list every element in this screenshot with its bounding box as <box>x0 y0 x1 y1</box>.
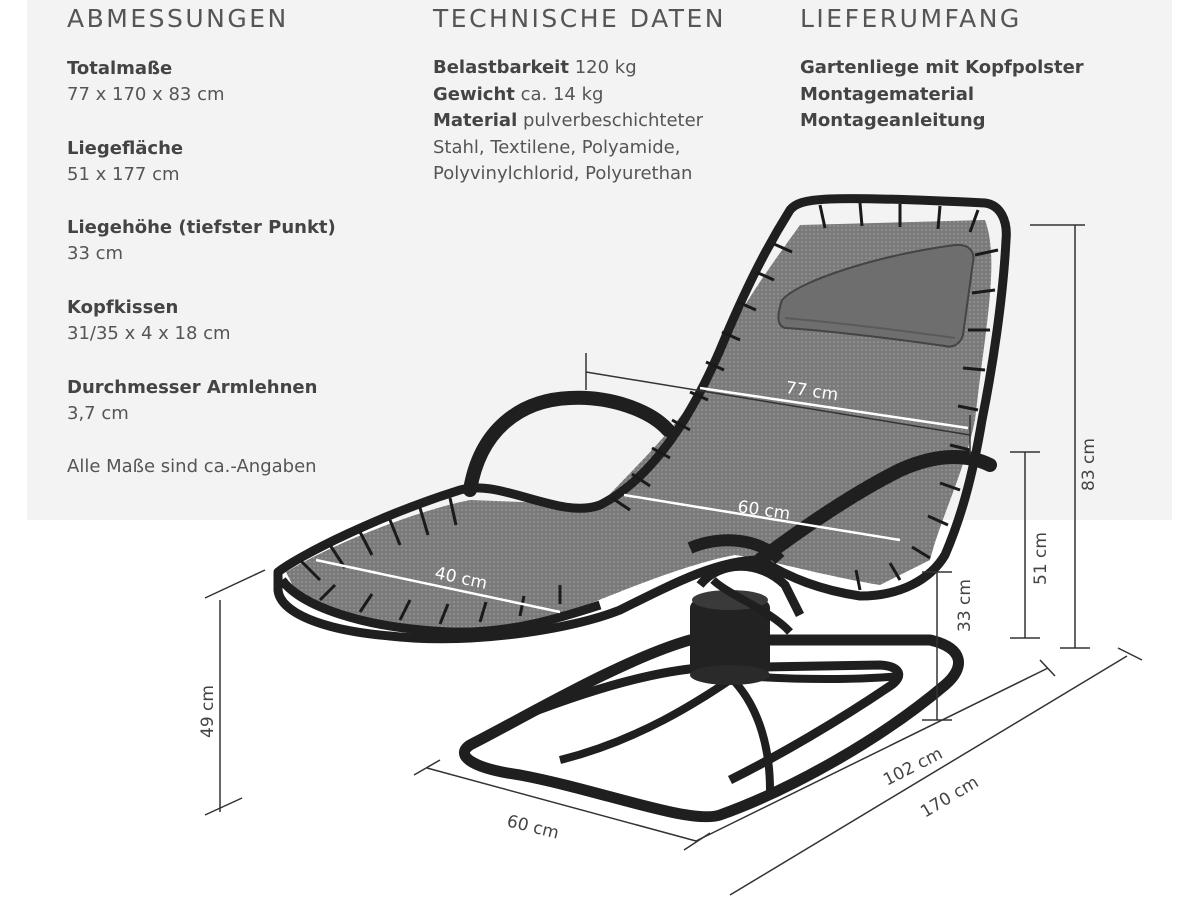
base-length-label: 102 cm <box>880 744 946 791</box>
base-width-label: 60 cm <box>505 811 561 843</box>
bungee-cords <box>298 202 999 625</box>
width-back-line <box>699 386 969 430</box>
dimension-item: Durchmesser Armlehnen 3,7 cm <box>67 375 317 427</box>
width-mid-line <box>623 493 901 542</box>
spec-label: Belastbarkeit <box>433 57 569 78</box>
dimensions-note: Alle Maße sind ca.-Angaben <box>67 456 317 477</box>
spec-label: Gewicht <box>433 83 515 105</box>
dimension-value: 51 x 177 cm <box>67 164 180 185</box>
dimensions-title: ABMESSUNGEN <box>67 4 289 33</box>
dimension-item: Totalmaße 77 x 170 x 83 cm <box>67 56 225 108</box>
technical-list: Belastbarkeit 120 kg Gewicht ca. 14 kg M… <box>433 55 703 188</box>
inner-dimension-lines <box>315 386 969 614</box>
spec-line-material: Material pulverbeschichteter <box>433 108 703 135</box>
dimension-label: Durchmesser Armlehnen <box>67 377 318 398</box>
headrest-pillow <box>777 243 975 348</box>
scope-item: Montagematerial <box>800 83 975 105</box>
spec-line-material-continued: Stahl, Textilene, Polyamide, <box>433 136 681 158</box>
dimension-label: Totalmaße <box>67 58 173 79</box>
width-foot-line <box>315 558 561 614</box>
scope-item: Gartenliege mit Kopfpolster <box>800 57 1084 78</box>
dimension-item: Kopfkissen 31/35 x 4 x 18 cm <box>67 295 231 347</box>
spec-value: 120 kg <box>574 57 637 78</box>
height-armrest-label: 51 cm <box>1031 532 1051 585</box>
dimension-value: 77 x 170 x 83 cm <box>67 84 225 105</box>
scope-item: Montageanleitung <box>800 110 986 131</box>
technical-title: TECHNISCHE DATEN <box>433 4 727 33</box>
spec-value: ca. 14 kg <box>520 83 604 105</box>
scope-list: Gartenliege mit Kopfpolster Montagemater… <box>800 55 1084 135</box>
seat-frame <box>273 194 1011 644</box>
spec-value: pulverbeschichteter <box>522 110 704 131</box>
rocker-base <box>459 634 964 823</box>
total-length-label: 170 cm <box>917 772 982 822</box>
spec-line-material-continued: Polyvinylchlorid, Polyurethan <box>433 163 693 184</box>
spec-line-weight: Gewicht ca. 14 kg <box>433 82 703 109</box>
dimension-item: Liegefläche 51 x 177 cm <box>67 136 183 188</box>
spec-label: Material <box>433 110 518 131</box>
spec-line-load: Belastbarkeit 120 kg <box>433 55 703 82</box>
height-total-label: 83 cm <box>1079 438 1099 491</box>
dimension-label: Liegefläche <box>67 138 184 159</box>
armrests <box>463 390 997 567</box>
swivel-column <box>690 561 805 685</box>
outer-dimension-lines <box>204 224 1143 896</box>
dimension-label: Liegehöhe (tiefster Punkt) <box>67 217 336 238</box>
dimension-item: Liegehöhe (tiefster Punkt) 33 cm <box>67 215 336 267</box>
dimension-value: 31/35 x 4 x 18 cm <box>67 323 231 344</box>
height-lowest-label: 33 cm <box>955 579 975 632</box>
dimension-value: 3,7 cm <box>67 403 129 424</box>
scope-title: LIEFERUMFANG <box>800 4 1022 33</box>
height-foot-label: 49 cm <box>198 685 218 738</box>
dimension-value: 33 cm <box>67 243 124 264</box>
dimension-label: Kopfkissen <box>67 297 179 318</box>
